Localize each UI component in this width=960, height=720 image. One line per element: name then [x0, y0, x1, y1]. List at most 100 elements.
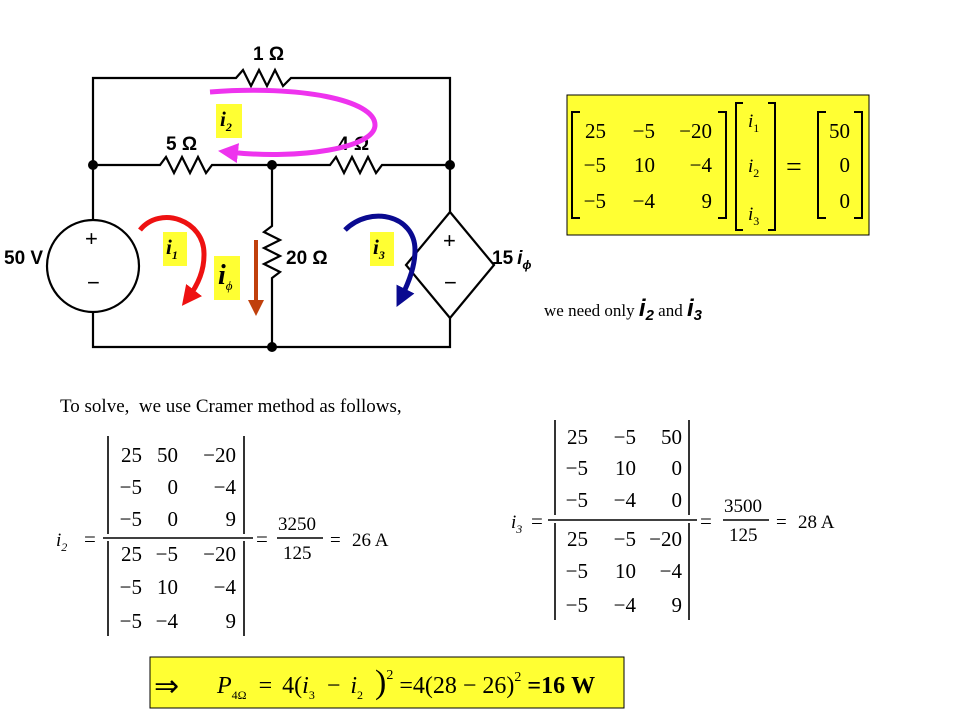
svg-text:iϕ: iϕ — [218, 260, 233, 293]
node-bottom — [267, 342, 277, 352]
loop-arrow-i1 — [138, 215, 207, 306]
matrix-entry: −5 — [584, 189, 606, 213]
variable-entry: i3 — [748, 204, 759, 228]
determinant-entry: 0 — [168, 507, 179, 531]
matrix-entry: 9 — [702, 189, 713, 213]
determinant-entry: −4 — [614, 593, 637, 617]
svg-text:=: = — [776, 512, 787, 533]
determinant-entry: −20 — [203, 443, 236, 467]
determinant-entry: 9 — [672, 593, 683, 617]
matrix-entry: −5 — [584, 153, 606, 177]
svg-text:P4Ω = 4(i3 −: P4Ω = 4(i3 − i2 )2 =4(28 − 26)2 =16 W — [216, 659, 595, 705]
determinant-entry: −5 — [120, 575, 142, 599]
loop-label-i2: i2 — [216, 104, 242, 138]
determinant-entry: −5 — [566, 488, 588, 512]
matrix-entry: −4 — [690, 153, 713, 177]
determinant-entry: −4 — [660, 559, 683, 583]
determinant-entry: −4 — [614, 488, 637, 512]
source-plus-sign: + — [85, 226, 98, 251]
determinant-entry: 10 — [615, 456, 636, 480]
determinant-entry: −5 — [120, 609, 142, 633]
determinant-entry: 50 — [661, 425, 682, 449]
matrix-entry: 10 — [634, 153, 655, 177]
determinant-entry: 25 — [567, 425, 588, 449]
matrix-entry: −5 — [633, 119, 655, 143]
determinant-entry: 0 — [672, 456, 683, 480]
matrix-equals: = — [786, 152, 802, 183]
svg-text:=: = — [531, 509, 543, 533]
node-left — [88, 160, 98, 170]
node-middle — [267, 160, 277, 170]
determinant-entry: 25 — [121, 443, 142, 467]
determinant-entry: −20 — [203, 542, 236, 566]
label-r-left: 5 Ω — [166, 134, 197, 155]
node-right — [445, 160, 455, 170]
determinant-entry: −4 — [156, 609, 179, 633]
determinant-entry: 50 — [157, 443, 178, 467]
determinant-entry: −4 — [214, 475, 237, 499]
svg-text:28 A: 28 A — [798, 512, 835, 533]
i2-cramer-solution: i2 = 25 50 −20 −5 0 −4 −5 0 9 25 −5 −20 −5 10 −4 −5 −4 9… — [56, 436, 389, 636]
loop-label-i3: i3 — [370, 232, 394, 266]
determinant-entry: 9 — [226, 507, 237, 531]
voltage-source — [45, 218, 141, 314]
determinant-entry: −5 — [156, 542, 178, 566]
resistor-4ohm — [272, 154, 450, 176]
label-iphi: iϕ — [214, 256, 240, 300]
matrix-entry: 25 — [585, 119, 606, 143]
resistor-20ohm — [261, 165, 283, 347]
determinant-entry: −5 — [566, 456, 588, 480]
determinant-entry: −5 — [120, 507, 142, 531]
svg-text:i3: i3 — [511, 512, 522, 536]
svg-text:=: = — [700, 509, 712, 533]
matrix-entry: −20 — [679, 119, 712, 143]
dep-minus-sign: − — [444, 270, 457, 295]
dep-plus-sign: + — [443, 228, 456, 253]
variable-entry: i2 — [748, 156, 759, 180]
svg-text:125: 125 — [729, 525, 758, 546]
determinant-entry: 10 — [615, 559, 636, 583]
variable-entry: i1 — [748, 111, 759, 135]
svg-text:i1: i1 — [166, 235, 178, 262]
rhs-entry: 50 — [829, 119, 850, 143]
determinant-entry: 25 — [121, 542, 142, 566]
determinant-entry: −5 — [614, 425, 636, 449]
svg-text:i2: i2 — [220, 107, 232, 134]
svg-text:=: = — [256, 527, 268, 551]
label-r-top: 1 Ω — [253, 44, 284, 65]
rhs-entry: 0 — [840, 153, 851, 177]
determinant-entry: 0 — [168, 475, 179, 499]
determinant-entry: 10 — [157, 575, 178, 599]
svg-text:=: = — [330, 530, 341, 551]
svg-text:3250: 3250 — [278, 514, 316, 535]
svg-text:i2: i2 — [56, 530, 67, 554]
rhs-entry: 0 — [840, 189, 851, 213]
source-minus-sign: − — [87, 270, 100, 295]
resistor-5ohm — [93, 154, 272, 176]
label-source-voltage: 50 V — [4, 248, 43, 269]
svg-text:i3: i3 — [373, 235, 385, 262]
loop-arrow-i3 — [343, 213, 418, 307]
determinant-entry: −5 — [566, 559, 588, 583]
label-r-middle: 20 Ω — [286, 248, 328, 269]
implies-arrow: ⇒ — [154, 669, 179, 704]
svg-text:=: = — [84, 527, 96, 551]
circuit-diagram — [45, 67, 496, 349]
circuit-nodes — [88, 160, 455, 352]
determinant-entry: −5 — [120, 475, 142, 499]
determinant-entry: 9 — [226, 609, 237, 633]
svg-text:26 A: 26 A — [352, 530, 389, 551]
note-need-only: we need only i2 and i3 — [544, 295, 703, 324]
loop-label-i1: i1 — [163, 232, 187, 266]
determinant-entry: −5 — [566, 593, 588, 617]
determinant-entry: −20 — [649, 527, 682, 551]
intro-text: To solve, we use Cramer method as follow… — [60, 396, 402, 417]
loop-arrow-i2 — [209, 87, 378, 164]
power-result-box: ⇒ P4Ω = 4(i3 − i2 )2 =4(28 − 26)2 =16 W — [149, 656, 625, 709]
determinant-entry: −4 — [214, 575, 237, 599]
top-wire — [91, 67, 452, 165]
